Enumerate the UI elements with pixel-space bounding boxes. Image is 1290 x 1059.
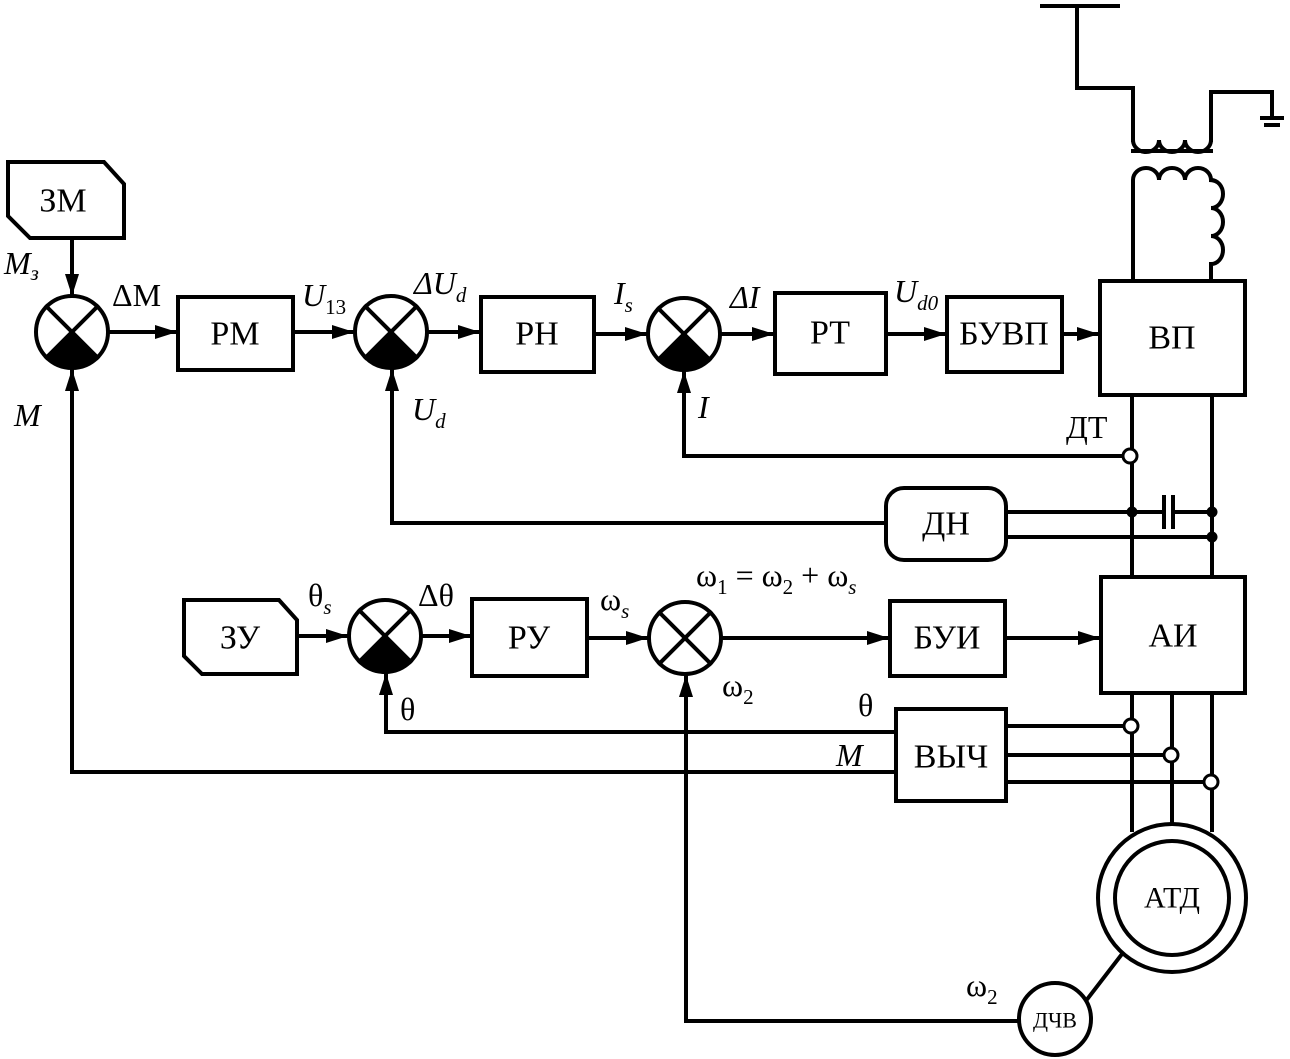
m-feedback-line <box>65 368 898 774</box>
label-u13: U13 <box>302 277 346 319</box>
block-buvp: БУВП <box>945 295 1064 374</box>
label-delta-i: ΔI <box>728 279 761 315</box>
block-rm: РМ <box>176 295 295 372</box>
block-vych: ВЫЧ <box>894 707 1008 803</box>
label-omega2: ω2 <box>722 667 754 709</box>
label-omega-s: ωs <box>600 581 629 623</box>
junction-dot <box>1206 531 1218 543</box>
label-dt: ДТ <box>1066 409 1108 445</box>
label-m-setpoint: Mз <box>3 245 39 285</box>
summing-junction-i <box>646 296 722 372</box>
label-i: I <box>697 389 710 425</box>
summing-junction-omega <box>647 600 723 676</box>
sensor-dchv-label: ДЧВ <box>1033 1008 1077 1033</box>
current-sensor-c <box>1202 773 1220 791</box>
block-bui: БУИ <box>888 599 1007 678</box>
dchv-shaft <box>1079 951 1125 1009</box>
block-ru-label: РУ <box>508 620 551 657</box>
summing-junction-ud <box>353 294 429 370</box>
primary-lead-right <box>1209 90 1274 142</box>
block-ai: АИ <box>1099 575 1247 695</box>
label-theta-vych: θ <box>858 687 873 723</box>
motor-atd: АТД <box>1096 822 1248 974</box>
reactor-winding <box>1208 177 1225 281</box>
label-delta-ud: ΔUd <box>412 265 467 307</box>
label-theta-s: θs <box>308 577 332 619</box>
label-omega-equation: ω1 = ω2 + ωs <box>696 557 856 599</box>
i-feedback-line <box>677 370 1131 458</box>
block-vych-label: ВЫЧ <box>914 739 988 776</box>
label-delta-theta: Δθ <box>418 577 454 613</box>
label-theta-feedback: θ <box>400 691 415 727</box>
transformer-secondary-winding <box>1131 166 1214 281</box>
label-delta-m: ΔM <box>112 277 161 313</box>
primary-lead-left <box>1075 86 1135 142</box>
current-sensor-a <box>1122 717 1140 735</box>
motor-atd-label: АТД <box>1144 882 1200 915</box>
block-zu: ЗУ <box>182 598 299 676</box>
block-bui-label: БУИ <box>914 620 981 657</box>
label-omega2-dchv: ω2 <box>966 967 998 1009</box>
block-rt: РТ <box>773 291 888 376</box>
current-sensor-b <box>1162 746 1180 764</box>
block-dn: ДН <box>884 486 1008 562</box>
block-rn-label: РН <box>515 316 558 353</box>
theta-feedback-line <box>379 672 898 734</box>
block-rm-label: РМ <box>210 316 259 353</box>
block-rn: РН <box>479 295 596 374</box>
omega2-feedback-line <box>679 674 1022 1023</box>
label-m-feedback: M <box>13 397 43 433</box>
block-buvp-label: БУВП <box>959 316 1049 353</box>
sensor-dchv: ДЧВ <box>1017 981 1093 1057</box>
label-is: Is <box>613 275 633 317</box>
junction-dot <box>1206 506 1218 518</box>
summing-junction-m <box>34 294 110 370</box>
block-ru: РУ <box>470 597 589 678</box>
block-rt-label: РТ <box>810 315 850 352</box>
junction-dot <box>1126 506 1138 518</box>
ud-feedback-line <box>385 368 886 525</box>
label-m-vych: M <box>835 737 865 773</box>
block-zu-label: ЗУ <box>220 620 261 657</box>
label-ud: Ud <box>412 391 446 433</box>
label-ud0: Ud0 <box>894 273 939 315</box>
block-ai-label: АИ <box>1148 618 1197 655</box>
block-zm-label: ЗМ <box>39 183 86 220</box>
block-dn-label: ДН <box>922 506 970 543</box>
block-vp: ВП <box>1098 279 1247 397</box>
block-zm: ЗМ <box>6 160 126 240</box>
block-vp-label: ВП <box>1148 320 1195 357</box>
summing-junction-theta <box>347 598 423 674</box>
current-sensor-dt <box>1121 447 1139 465</box>
